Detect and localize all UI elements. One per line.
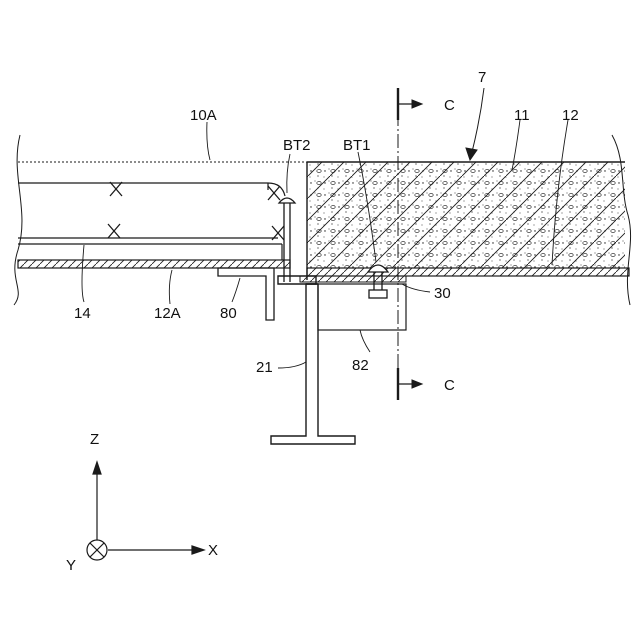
label-10a: 10A bbox=[190, 108, 217, 123]
bracket-82 bbox=[318, 284, 406, 330]
coordinate-axes bbox=[87, 462, 204, 560]
label-30: 30 bbox=[434, 286, 451, 301]
deck-plate-12a bbox=[18, 260, 290, 268]
label-12: 12 bbox=[562, 108, 579, 123]
label-14: 14 bbox=[74, 306, 91, 321]
label-7: 7 bbox=[478, 70, 486, 85]
label-bt1: BT1 bbox=[343, 138, 371, 153]
label-12a: 12A bbox=[154, 306, 181, 321]
label-bt2: BT2 bbox=[283, 138, 311, 153]
concrete-slab-11 bbox=[307, 162, 625, 280]
panel-14 bbox=[18, 183, 285, 260]
axis-label-y: Y bbox=[66, 558, 76, 573]
label-82: 82 bbox=[352, 358, 369, 373]
label-section-c-top: C bbox=[444, 98, 455, 113]
steel-beam-21 bbox=[271, 276, 355, 444]
axis-label-z: Z bbox=[90, 432, 99, 447]
label-80: 80 bbox=[220, 306, 237, 321]
label-section-c-bottom: C bbox=[444, 378, 455, 393]
bolt-bt2 bbox=[279, 198, 295, 282]
label-21: 21 bbox=[256, 360, 273, 375]
arrow-7 bbox=[466, 88, 484, 160]
label-11: 11 bbox=[514, 108, 530, 123]
deck-plate-12 bbox=[307, 268, 629, 276]
x-markers bbox=[108, 182, 284, 240]
left-break-line bbox=[14, 135, 22, 305]
axis-label-x: X bbox=[208, 543, 218, 558]
plate-30 bbox=[300, 276, 406, 282]
